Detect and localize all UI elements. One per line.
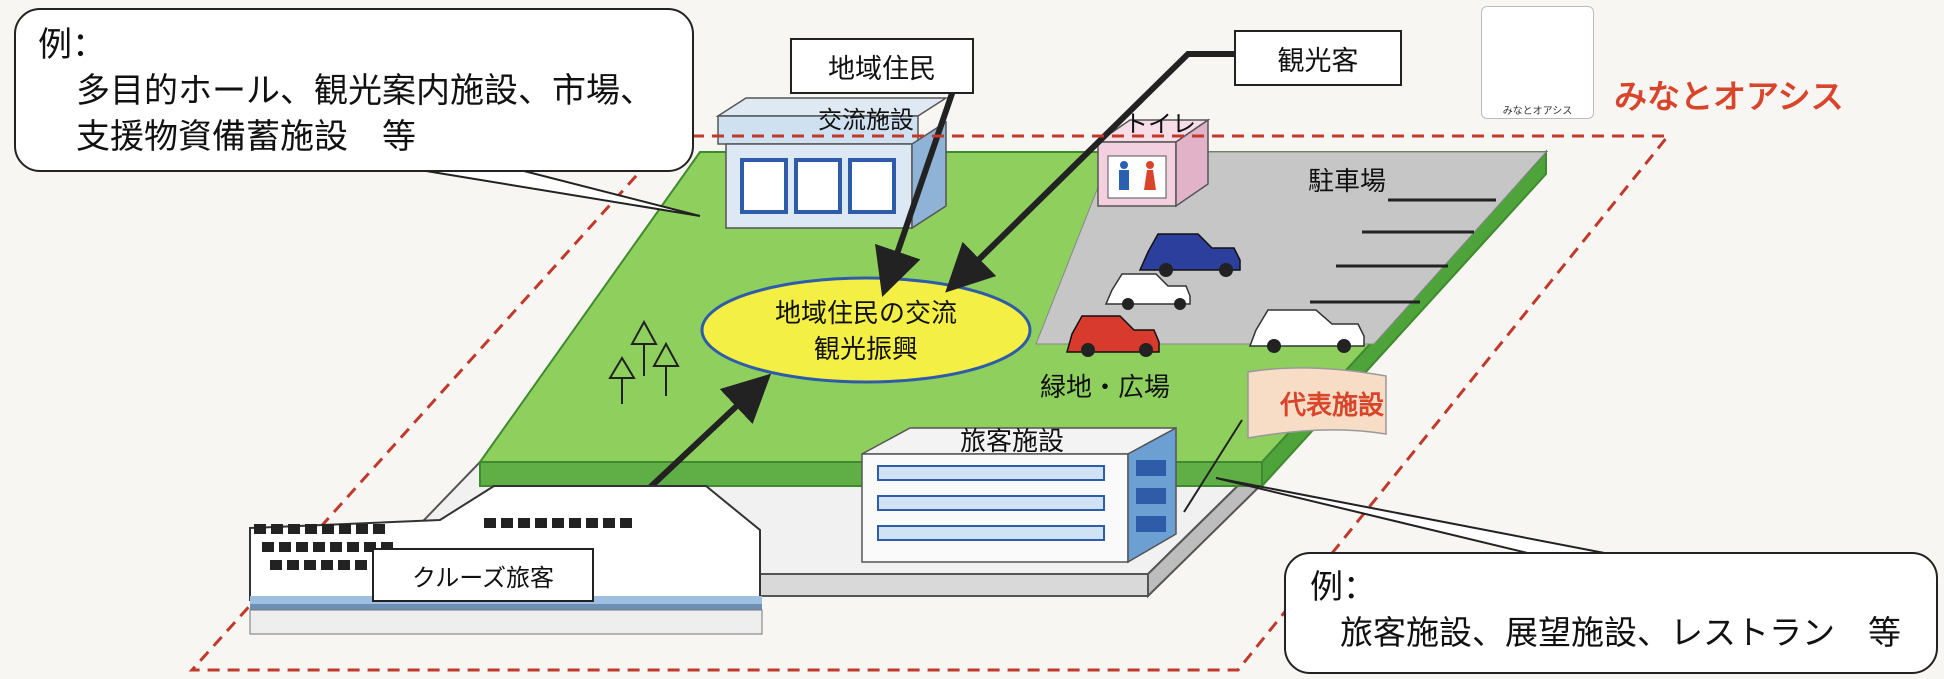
representative-facility-label: 代表施設 [1279,390,1385,421]
example-callout-exchange: 例： 多目的ホール、観光案内施設、市場、 支援物資備蓄施設 等 [14,8,694,172]
tourists-tag: 観光客 [1234,30,1402,86]
green-plaza-label: 緑地・広場 [1040,373,1170,403]
passenger-facility-building [861,426,1177,564]
ship-window [620,518,632,528]
ship-window [322,524,334,534]
callout-line: 旅客施設、展望施設、レストラン 等 [1340,613,1901,652]
ship-window [552,518,564,528]
logo-caption: みなとオアシス [1502,106,1573,117]
ship-window [271,524,283,534]
callout-tail [1215,477,1621,557]
ship-window [586,518,598,528]
center-label-line2: 観光振興 [814,335,918,365]
callout-prefix: 例： [38,25,106,65]
passenger-facility-label: 旅客施設 [960,427,1064,457]
cruise-passengers-tag: クルーズ旅客 [372,548,594,602]
center-ellipse [700,276,1032,384]
ship-window [356,524,368,534]
ship-window [338,560,350,570]
minato-oasis-boundary [188,134,1672,672]
ship-window [270,560,282,570]
ship-window [288,524,300,534]
ship-window [305,524,317,534]
ship-window [304,560,316,570]
ship-window [518,518,530,528]
toilet-person-icon [1119,161,1129,190]
ship-window [287,560,299,570]
exchange-facility-label: 交流施設 [818,106,914,134]
exchange-facility-building [715,97,949,230]
ship-window [603,518,615,528]
ship-window [501,518,513,528]
callout-tail [419,169,701,217]
car-icon [1138,233,1241,277]
car-icon [1104,273,1191,310]
ship-window [262,542,274,552]
tree-icon [608,356,636,404]
callout-line: 支援物資備蓄施設 等 [76,117,416,157]
center-label-line1: 地域住民の交流 [775,299,957,329]
minato-oasis-logo: みなとオアシス [1481,6,1594,119]
ship-window [535,518,547,528]
callout-prefix: 例： [1310,567,1376,606]
tree-icon [652,341,680,396]
ship-window [569,518,581,528]
example-callout-representative: 例： 旅客施設、展望施設、レストラン 等 [1284,552,1938,674]
representative-facility-banner [1247,367,1387,439]
ship-window [279,542,291,552]
ship-window [347,542,359,552]
local-residents-tag: 地域住民 [790,38,974,94]
callout-leader-line [1183,419,1243,513]
ship-window [355,560,367,570]
brand-name: みなとオアシス [1614,77,1844,116]
ship-window [364,542,376,552]
toilet-person-icon [1144,161,1156,190]
car-icon [1248,309,1365,353]
ship-window [254,524,266,534]
callout-line: 多目的ホール、観光案内施設、市場、 [76,71,654,111]
car-icon [1066,315,1160,357]
ship-window [484,518,496,528]
parking-label: 駐車場 [1308,167,1386,197]
ship-window [313,542,325,552]
tree-icon [630,319,658,376]
ship-window [321,560,333,570]
toilet-label: トイレ [1124,110,1196,138]
arrow-icon [945,51,1234,293]
ship-window [330,542,342,552]
ship-window [381,542,393,552]
ship-window [339,524,351,534]
ship-window [296,542,308,552]
ship-window [373,524,385,534]
